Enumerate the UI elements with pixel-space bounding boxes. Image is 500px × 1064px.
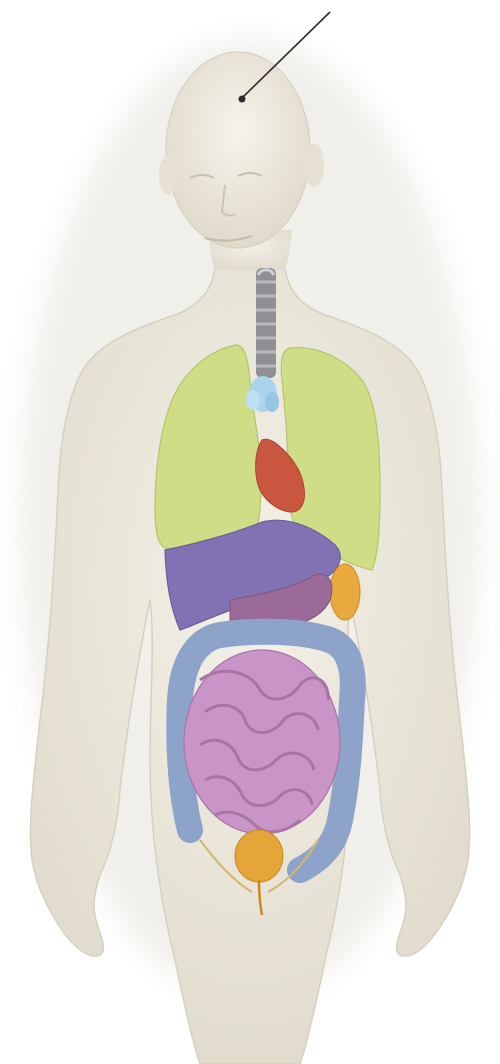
small-intestine — [184, 650, 340, 834]
bladder — [235, 830, 283, 882]
trachea — [256, 268, 276, 378]
head — [166, 52, 310, 248]
ear-left — [159, 155, 177, 195]
pointer-dot — [239, 96, 246, 103]
ear-right — [304, 143, 324, 187]
gallbladder — [330, 564, 360, 620]
